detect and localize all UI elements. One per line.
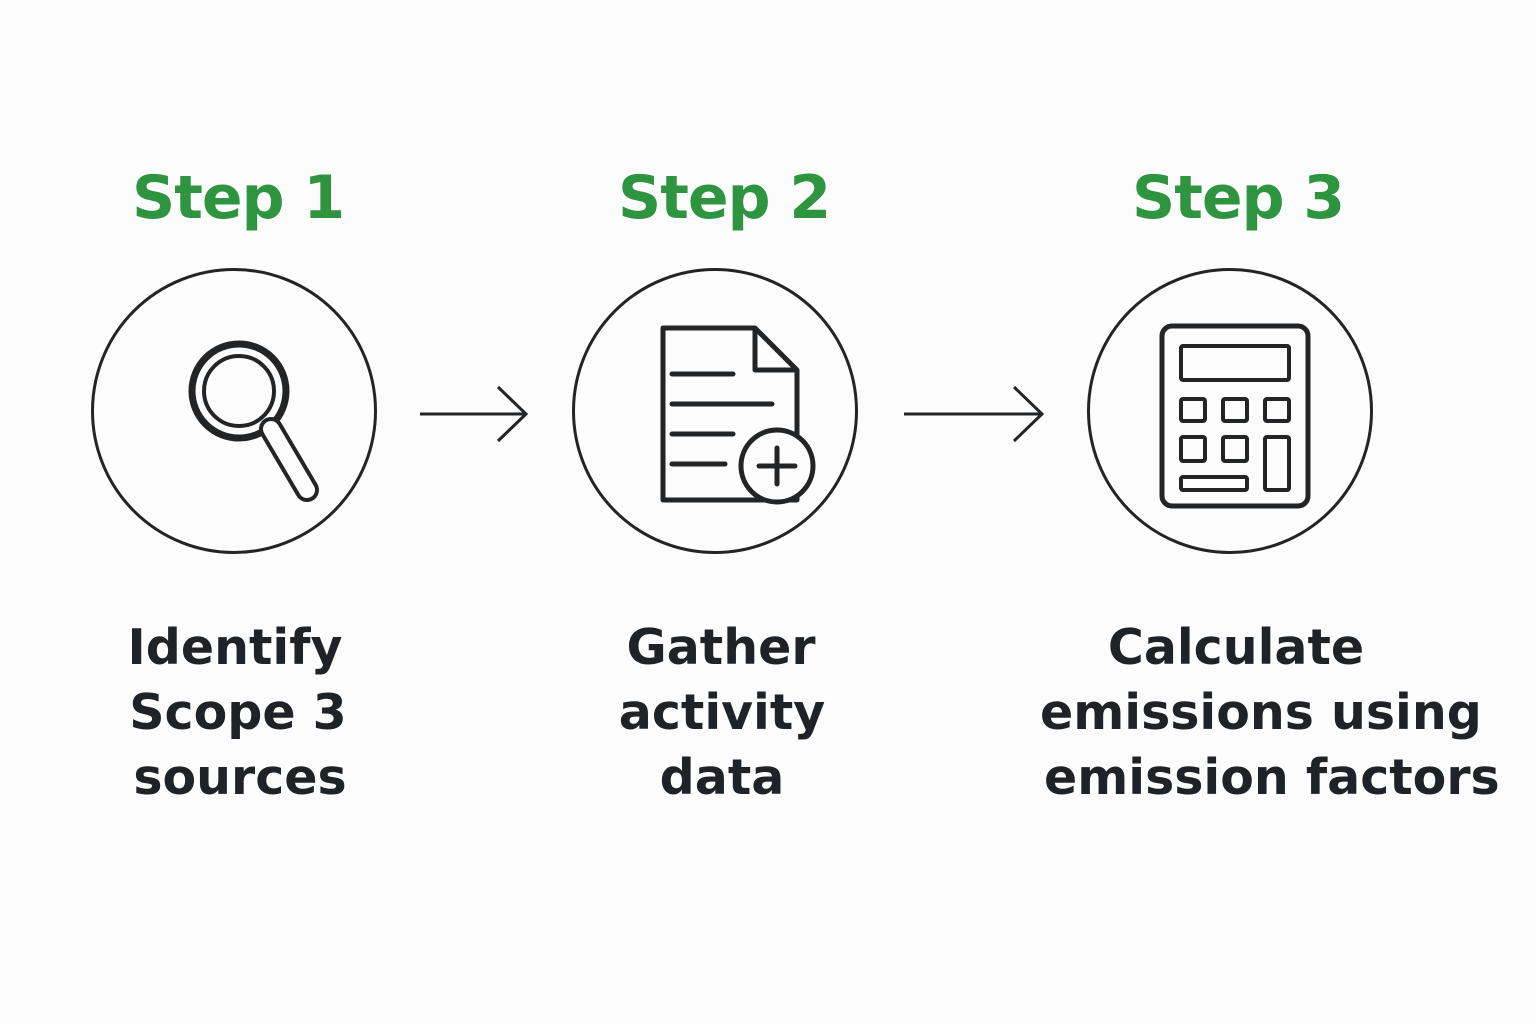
step-3-line-1: Calculate	[1107, 619, 1365, 676]
step-2-description: Gather activity data	[572, 615, 872, 810]
arrow-right-icon	[420, 385, 529, 443]
document-add-icon	[660, 325, 816, 505]
step-1-description: Identify Scope 3 sources	[92, 615, 392, 810]
step-3-line-2: emissions using	[1040, 684, 1482, 741]
step-2-line-3: data	[659, 749, 785, 806]
step-1-line-3: sources	[133, 749, 347, 806]
step-3-title: Step 3	[1132, 163, 1345, 233]
step-3-circle	[1087, 268, 1373, 554]
magnifying-glass-icon	[188, 340, 319, 502]
step-1-circle	[91, 268, 377, 554]
step-1-line-1: Identify	[127, 619, 343, 676]
step-3-line-3: emission factors	[1044, 749, 1500, 806]
step-2-line-1: Gather	[626, 619, 816, 676]
step-3-description: Calculate emissions using emission facto…	[1040, 615, 1500, 810]
arrow-right-icon	[904, 385, 1045, 443]
step-2-circle	[572, 268, 858, 554]
step-2-line-2: activity	[618, 684, 826, 741]
step-2-title: Step 2	[618, 163, 831, 233]
calculator-icon	[1159, 323, 1311, 509]
step-1-title: Step 1	[132, 163, 345, 233]
step-1-line-2: Scope 3	[129, 684, 347, 741]
